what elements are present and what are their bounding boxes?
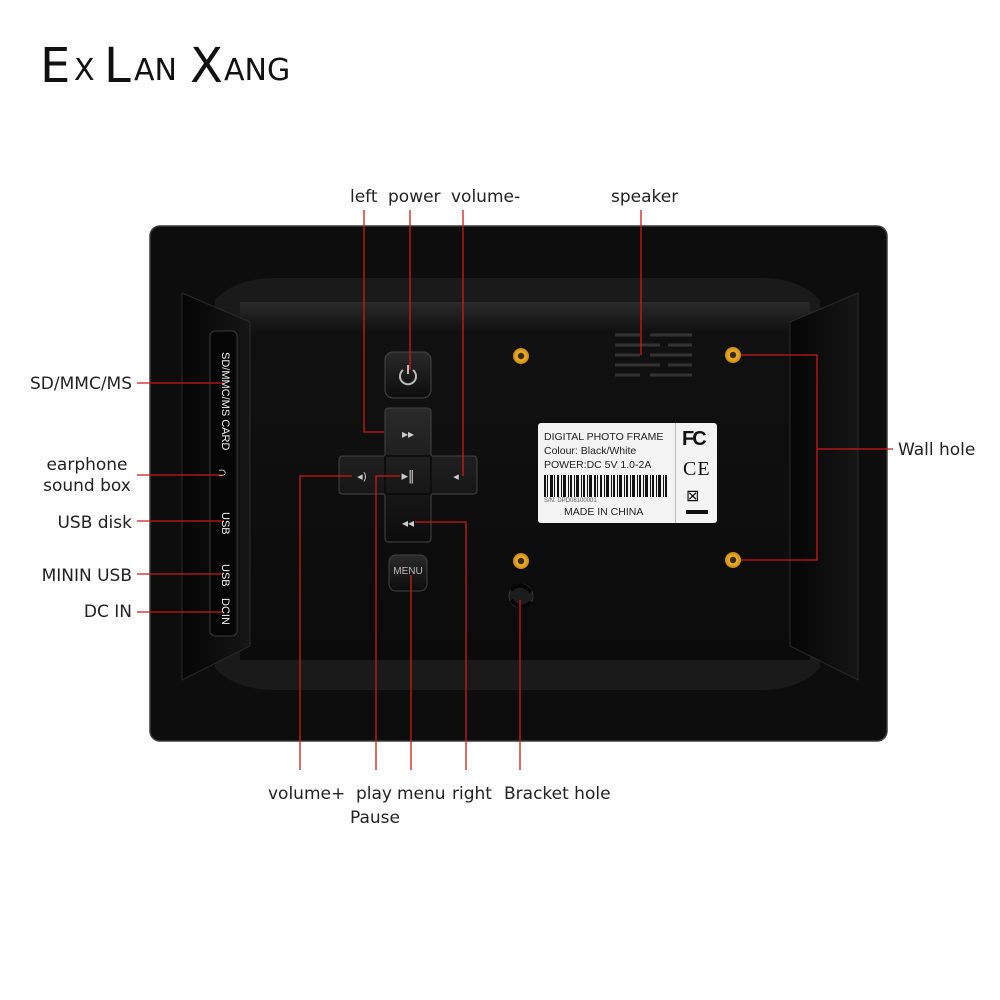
callout-volume-plus: volume+ [268,784,346,804]
right-side-flap [789,292,859,681]
port-dcin-label: DCIN [219,598,231,625]
port-usb-label: USB [219,564,231,587]
direction-pad [338,407,478,543]
callout-play: play [356,784,392,804]
brand-letter: E [40,38,71,94]
brand-letter: X [74,53,95,88]
brand-letter: AN [134,53,177,88]
volume-down-icon: ◂ [453,470,459,483]
callout-pause: Pause [350,808,400,828]
brand-letter: ANG [224,53,291,88]
earphone-symbol-icon: ∩ [216,468,231,478]
speaker-grille [615,333,692,377]
port-card-label: SD/MMC/MS CARD [219,352,231,451]
fcc-mark: FC [682,428,707,450]
serial-number: S/N: DPD08100001 [544,498,597,504]
ce-mark: CE [683,458,711,480]
made-in-text: MADE IN CHINA [564,506,644,518]
product-label-sticker: DIGITAL PHOTO FRAME Colour: Black/White … [538,423,717,523]
volume-up-icon: ◂) [357,470,367,483]
bracket-hole [508,583,534,609]
callout-dc-in: DC IN [83,602,132,622]
screw-hole [513,553,529,569]
certification-marks: FC CE ⊠ [675,423,718,523]
brand-letter: X [190,38,223,94]
play-pause-icon: ▸‖ [401,469,414,484]
callout-earphone: earphone [46,455,128,475]
brand-letter: L [104,38,131,94]
menu-button-label: MENU [393,566,423,577]
callout-right: right [452,784,492,804]
callout-minin-usb: MININ USB [41,566,132,586]
rewind-icon: ◂◂ [402,516,414,530]
weee-bin-icon: ⊠ [686,488,700,505]
callout-volume-minus: volume- [451,187,521,207]
menu-button [388,554,428,592]
sticker-line: DIGITAL PHOTO FRAME [544,431,664,443]
port-usb-label: USB [219,512,231,535]
power-icon [399,365,417,386]
fast-forward-icon: ▸▸ [402,427,414,441]
callout-wall-hole: Wall hole [898,440,976,460]
weee-bar-icon [686,510,708,514]
callout-power: power [388,187,441,207]
callout-bracket-hole: Bracket hole [504,784,611,804]
barcode-icon [544,475,667,497]
power-button [384,351,432,399]
screw-hole [513,348,529,364]
callout-menu: menu [397,784,446,804]
callout-sound-box: sound box [43,476,131,496]
sticker-line: Colour: Black/White [544,445,637,457]
wall-hole [725,552,741,568]
callout-speaker: speaker [611,187,679,207]
callout-left: left [350,187,378,207]
callout-usb-disk: USB disk [57,513,132,533]
port-strip [209,330,238,637]
wall-hole [725,347,741,363]
callout-lines [137,210,893,770]
sticker-line: POWER:DC 5V 1.0-2A [544,459,652,471]
callout-sd-mmc-ms: SD/MMC/MS [30,374,132,394]
